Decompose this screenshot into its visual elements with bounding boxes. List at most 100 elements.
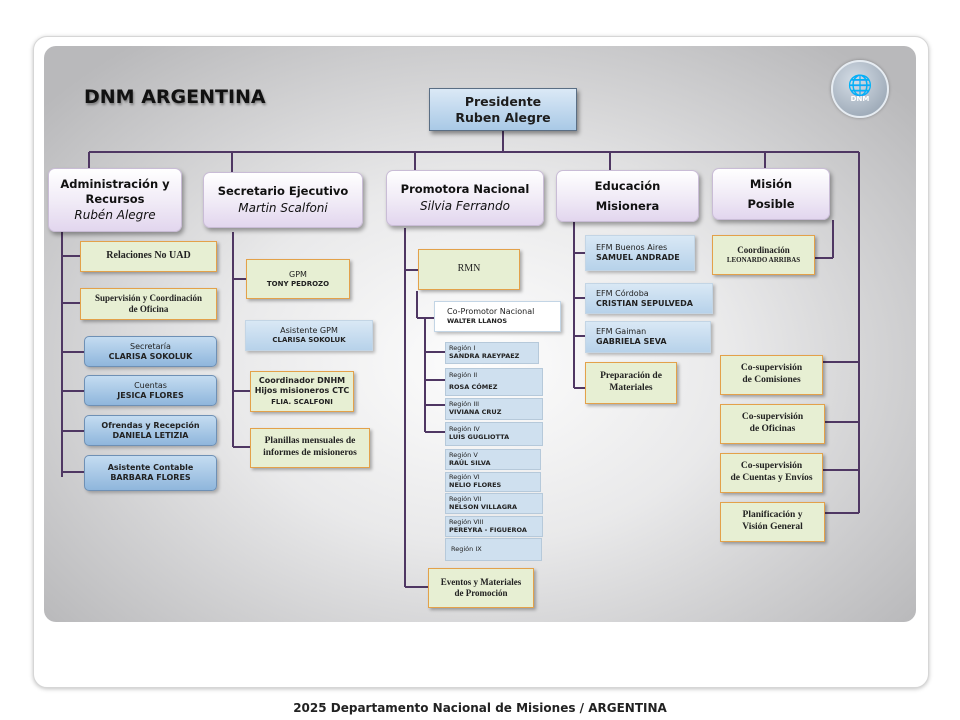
region-5: Región V RAÚL SILVA (445, 449, 541, 470)
region-person: VIVIANA CRUZ (449, 408, 502, 416)
unit-title: Co-supervisión (740, 461, 803, 472)
unit-person: SAMUEL ANDRADE (596, 253, 680, 262)
unit-asistente-gpm: Asistente GPM CLARISA SOKOLUK (245, 320, 373, 351)
dept-title: Administración y Recursos (60, 177, 170, 206)
dept-title: Secretario Ejecutivo (217, 184, 349, 199)
unit-person: WALTER LLANOS (447, 317, 508, 326)
unit-planificacion: Planificación y Visión General (720, 502, 825, 542)
unit-secretaria: Secretaría CLARISA SOKOLUK (84, 336, 217, 367)
region-person: RAÚL SILVA (449, 458, 491, 467)
unit-gpm: GPM TONY PEDROZO (246, 259, 350, 299)
unit-title: Supervisión y Coordinación (94, 292, 203, 303)
unit-person: GABRIELA SEVA (596, 337, 667, 346)
unit-title: GPM (289, 269, 307, 279)
unit-title: Planillas mensuales de (264, 436, 356, 447)
unit-cuentas: Cuentas JESICA FLORES (84, 375, 217, 406)
chart-title: DNM ARGENTINA (84, 86, 266, 108)
unit-planillas: Planillas mensuales de informes de misio… (250, 428, 370, 468)
unit-title: Coordinación (737, 245, 790, 255)
unit-title: Relaciones No UAD (106, 250, 191, 262)
region-name: Región III (449, 400, 480, 409)
unit-title: Secretaría (130, 341, 171, 351)
region-4: Región IV LUIS GUGLIOTTA (445, 422, 543, 446)
footer-text: 2025 Departamento Nacional de Misiones /… (293, 701, 667, 715)
unit-supervision: Supervisión y Coordinación de Oficina (80, 288, 217, 320)
unit-title: Eventos y Materiales (440, 576, 522, 587)
unit-title: RMN (457, 263, 481, 275)
president-role: Presidente (464, 93, 542, 109)
unit-person: JESICA FLORES (117, 390, 184, 400)
unit-title-2: Hijos misioneros CTC (254, 386, 350, 396)
region-9: Región IX (445, 538, 542, 561)
unit-preparacion-materiales: Preparación de Materiales (585, 362, 677, 404)
unit-title: Co-supervisión (740, 363, 803, 374)
dept-title-2: Misionera (595, 199, 660, 213)
unit-person: CRISTIAN SEPULVEDA (596, 298, 693, 308)
unit-coordinacion: Coordinación LEONARDO ARRIBAS (712, 235, 815, 275)
logo-text: DNM (850, 95, 870, 103)
unit-person: DANIELA LETIZIA (112, 430, 189, 440)
dept-person: Rubén Alegre (74, 207, 156, 222)
president-name: Ruben Alegre (455, 109, 551, 125)
dept-title-2: Posible (747, 197, 795, 211)
region-person: NELSON VILLAGRA (449, 502, 518, 511)
globe-icon: 🌐 (847, 73, 873, 97)
unit-efm-cordoba: EFM Córdoba CRISTIAN SEPULVEDA (585, 283, 713, 314)
region-name: Región VI (449, 473, 480, 482)
unit-person: FLIA. SCALFONI (271, 398, 333, 407)
region-1: Región I SANDRA RAEYPAEZ (445, 342, 539, 364)
region-person: ROSA CÓMEZ (449, 383, 498, 391)
unit-cosupervision-cuentas: Co-supervisión de Cuentas y Envíos (720, 453, 823, 493)
unit-copromotor: Co-Promotor Nacional WALTER LLANOS (434, 301, 561, 332)
unit-title-2: de Oficina (128, 304, 169, 314)
unit-efm-gaiman: EFM Gaiman GABRIELA SEVA (585, 321, 711, 353)
unit-asistente-contable: Asistente Contable BARBARA FLORES (84, 455, 217, 491)
unit-title: EFM Gaiman (596, 327, 647, 336)
unit-rmn: RMN (418, 249, 520, 290)
region-7: Región VII NELSON VILLAGRA (445, 493, 543, 514)
unit-title-2: Visión General (742, 522, 803, 532)
region-name: Región IX (451, 544, 482, 553)
region-3: Región III VIVIANA CRUZ (445, 398, 543, 420)
unit-title: EFM Buenos Aires (596, 243, 668, 252)
dept-secretario: Secretario Ejecutivo Martin Scalfoni (203, 172, 363, 228)
unit-ofrendas: Ofrendas y Recepción DANIELA LETIZIA (84, 415, 217, 446)
unit-coordinador-dnhm: Coordinador DNHM Hijos misioneros CTC FL… (250, 371, 354, 412)
unit-efm-buenos-aires: EFM Buenos Aires SAMUEL ANDRADE (585, 235, 695, 271)
region-name: Región IV (449, 425, 480, 434)
region-8: Región VIII PEREYRA - FIGUEROA (445, 516, 543, 537)
unit-eventos: Eventos y Materiales de Promoción (428, 568, 534, 608)
unit-title: Cuentas (134, 380, 167, 390)
president-box: Presidente Ruben Alegre (429, 88, 577, 131)
unit-title: Asistente GPM (280, 326, 338, 336)
unit-title-2: de Oficinas (749, 424, 796, 434)
unit-title: Preparación de (600, 371, 662, 382)
region-person: LUIS GUGLIOTTA (449, 433, 510, 441)
dept-promotora: Promotora Nacional Silvia Ferrando (386, 170, 544, 226)
unit-relaciones: Relaciones No UAD (80, 241, 217, 272)
unit-cosupervision-oficinas: Co-supervisión de Oficinas (720, 404, 825, 444)
unit-title-2: de Cuentas y Envíos (730, 473, 813, 483)
dept-person: Silvia Ferrando (420, 198, 510, 213)
dept-title: Promotora Nacional (400, 182, 530, 197)
unit-title: Asistente Contable (107, 463, 194, 472)
unit-person: CLARISA SOKOLUK (272, 336, 346, 345)
unit-title: Co-supervisión (741, 412, 804, 423)
unit-person: BARBARA FLORES (110, 473, 191, 482)
dept-person: Martin Scalfoni (238, 200, 328, 215)
unit-title: Co-Promotor Nacional (447, 307, 535, 317)
unit-title-2: de Promoción (454, 588, 508, 598)
logo: 🌐 DNM (831, 60, 889, 118)
unit-title-2: informes de misioneros (263, 448, 357, 458)
region-2: Región II ROSA CÓMEZ (445, 368, 543, 396)
unit-person: LEONARDO ARRIBAS (726, 256, 801, 265)
region-person: PEREYRA - FIGUEROA (449, 525, 527, 534)
dept-title: Educación (594, 178, 661, 193)
unit-title: Coordinador DNHM (258, 376, 346, 386)
unit-title: EFM Córdoba (596, 288, 649, 298)
dept-administracion: Administración y Recursos Rubén Alegre (48, 168, 182, 232)
unit-title: Planificación y (742, 510, 803, 521)
unit-title-2: de Comisiones (742, 375, 801, 385)
unit-person: TONY PEDROZO (266, 279, 330, 288)
region-6: Región VI NELIO FLORES (445, 472, 541, 492)
